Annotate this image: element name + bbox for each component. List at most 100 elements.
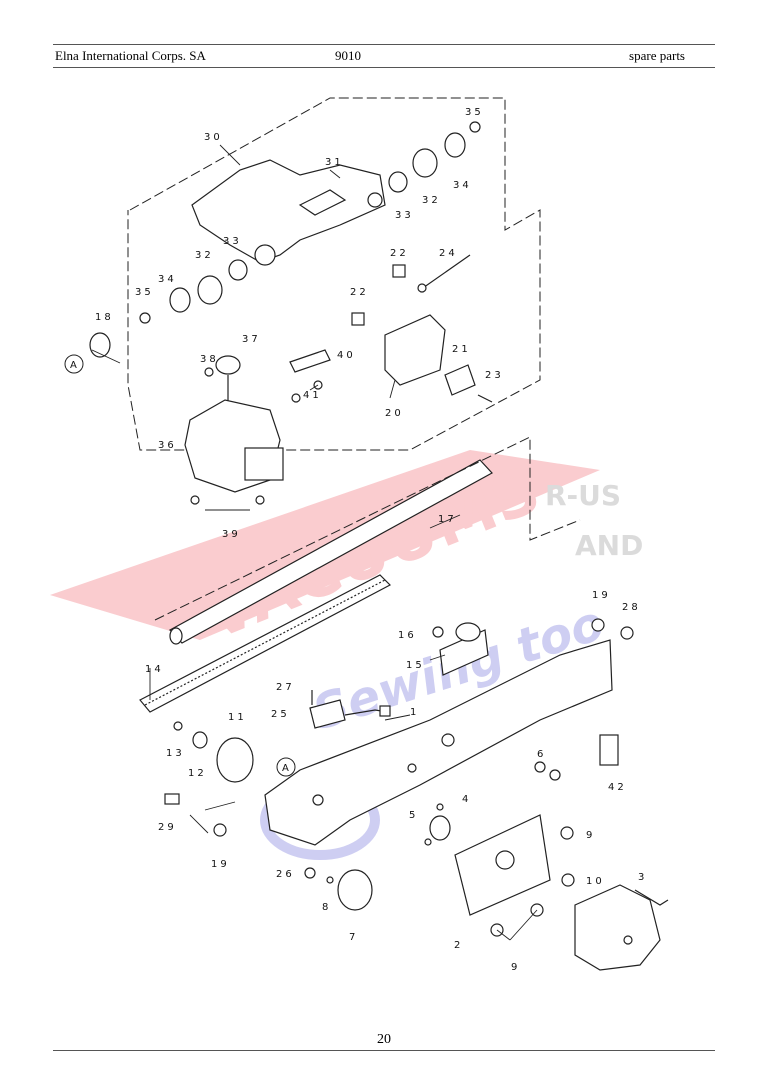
callout-34-left: 34 bbox=[158, 274, 177, 285]
gear-37 bbox=[215, 355, 241, 375]
clip-13 bbox=[173, 721, 183, 731]
callout-26: 26 bbox=[276, 869, 295, 880]
callout-16: 16 bbox=[398, 630, 417, 641]
callout-9-bottom: 9 bbox=[511, 962, 520, 973]
screw-35-left bbox=[139, 312, 151, 324]
callout-15: 15 bbox=[406, 660, 425, 671]
clip-8 bbox=[326, 876, 334, 884]
screw-6-a bbox=[534, 761, 546, 773]
dashed-enclosure-top bbox=[127, 97, 541, 451]
tape-42 bbox=[599, 734, 619, 766]
screw-5-a bbox=[436, 803, 444, 811]
callout-38: 38 bbox=[200, 354, 219, 365]
section-title: spare parts bbox=[629, 48, 685, 63]
screw-19-lower bbox=[213, 823, 227, 837]
screw-41-a bbox=[291, 393, 301, 403]
callout-9-right: 9 bbox=[586, 830, 595, 841]
motor-3 bbox=[574, 884, 669, 971]
reference-a-lower bbox=[276, 757, 296, 777]
pulley-16 bbox=[455, 622, 481, 642]
callout-32-right: 32 bbox=[422, 195, 441, 206]
callout-2: 2 bbox=[454, 940, 463, 951]
bushing-32-right bbox=[412, 148, 438, 178]
callout-20: 20 bbox=[385, 408, 404, 419]
watermark-and: AND bbox=[575, 529, 643, 562]
screw-28 bbox=[620, 626, 634, 640]
callout-31: 31 bbox=[325, 157, 344, 168]
screw-19-right bbox=[591, 618, 605, 632]
motor-36-assembly bbox=[184, 355, 284, 505]
callout-36: 36 bbox=[158, 440, 177, 451]
svg-text:A: A bbox=[70, 360, 77, 371]
pulley-bracket-15 bbox=[432, 622, 489, 676]
callout-35-top: 35 bbox=[465, 107, 484, 118]
page-header: Elna International Corps. SA 9010 spare … bbox=[53, 44, 715, 68]
switch-25-assembly bbox=[309, 690, 391, 729]
callout-27: 27 bbox=[276, 682, 295, 693]
bracket-34-right bbox=[444, 132, 466, 158]
screw-5-b bbox=[424, 838, 432, 846]
ring-33-left bbox=[228, 259, 248, 281]
callout-32-left: 32 bbox=[195, 250, 214, 261]
callout-1: 1 bbox=[410, 707, 419, 718]
callout-25: 25 bbox=[271, 709, 290, 720]
screw-38 bbox=[204, 367, 214, 377]
screw-10 bbox=[561, 873, 575, 887]
callout-7: 7 bbox=[349, 932, 358, 943]
screw-26 bbox=[304, 867, 316, 879]
leader-lines bbox=[91, 144, 538, 941]
screw-35-right bbox=[469, 121, 481, 133]
callout-8: 8 bbox=[322, 902, 331, 913]
shaft-assembly bbox=[351, 254, 471, 326]
bushing-32-left bbox=[197, 275, 223, 305]
svg-text:A: A bbox=[282, 763, 289, 774]
callout-28: 28 bbox=[622, 602, 641, 613]
callout-42: 42 bbox=[608, 782, 627, 793]
callout-22-mid: 22 bbox=[350, 287, 369, 298]
callout-labels: 30 31 35 34 32 33 32 33 22 24 34 35 22 1… bbox=[95, 107, 644, 973]
main-carriage-1 bbox=[264, 639, 619, 846]
callout-4: 4 bbox=[462, 794, 471, 805]
callout-6: 6 bbox=[537, 749, 546, 760]
switch-25 bbox=[309, 699, 346, 729]
gear-4 bbox=[429, 815, 451, 841]
right-bushings bbox=[388, 121, 481, 193]
callout-21: 21 bbox=[452, 344, 471, 355]
callout-13: 13 bbox=[166, 748, 185, 759]
callout-37: 37 bbox=[242, 334, 261, 345]
callout-33-right: 33 bbox=[395, 210, 414, 221]
callout-12: 12 bbox=[188, 768, 207, 779]
screw-39-a bbox=[190, 495, 200, 505]
reference-a-markers: A A bbox=[64, 354, 296, 777]
company-name: Elna International Corps. SA bbox=[55, 48, 206, 63]
needle-block-assembly bbox=[384, 314, 493, 403]
block-20 bbox=[384, 314, 446, 386]
callout-17: 17 bbox=[438, 514, 457, 525]
plate-40 bbox=[289, 349, 331, 373]
belt-14 bbox=[139, 574, 391, 713]
model-number: 9010 bbox=[335, 48, 361, 63]
screw-22-upper bbox=[392, 264, 406, 278]
screw-39-b bbox=[255, 495, 265, 505]
callout-10: 10 bbox=[586, 876, 605, 887]
shaft-24 bbox=[419, 254, 471, 291]
footer-rule bbox=[53, 1050, 715, 1051]
callout-30: 30 bbox=[204, 132, 223, 143]
callout-40: 40 bbox=[337, 350, 356, 361]
page-number: 20 bbox=[377, 1032, 391, 1047]
screw-29 bbox=[164, 793, 180, 805]
callout-24: 24 bbox=[439, 248, 458, 259]
gear-11-assembly bbox=[173, 721, 254, 783]
bracket-34-left bbox=[169, 287, 191, 313]
callout-19-right: 19 bbox=[592, 590, 611, 601]
frame-body bbox=[191, 159, 386, 263]
screw-6-b bbox=[549, 769, 561, 781]
top-frame-group bbox=[127, 97, 541, 451]
gear-11 bbox=[216, 737, 254, 783]
callout-33-left: 33 bbox=[223, 236, 242, 247]
callout-18: 18 bbox=[95, 312, 114, 323]
rod-17 bbox=[169, 459, 493, 645]
upper-frame-part bbox=[191, 159, 386, 266]
gear-7 bbox=[337, 869, 373, 911]
